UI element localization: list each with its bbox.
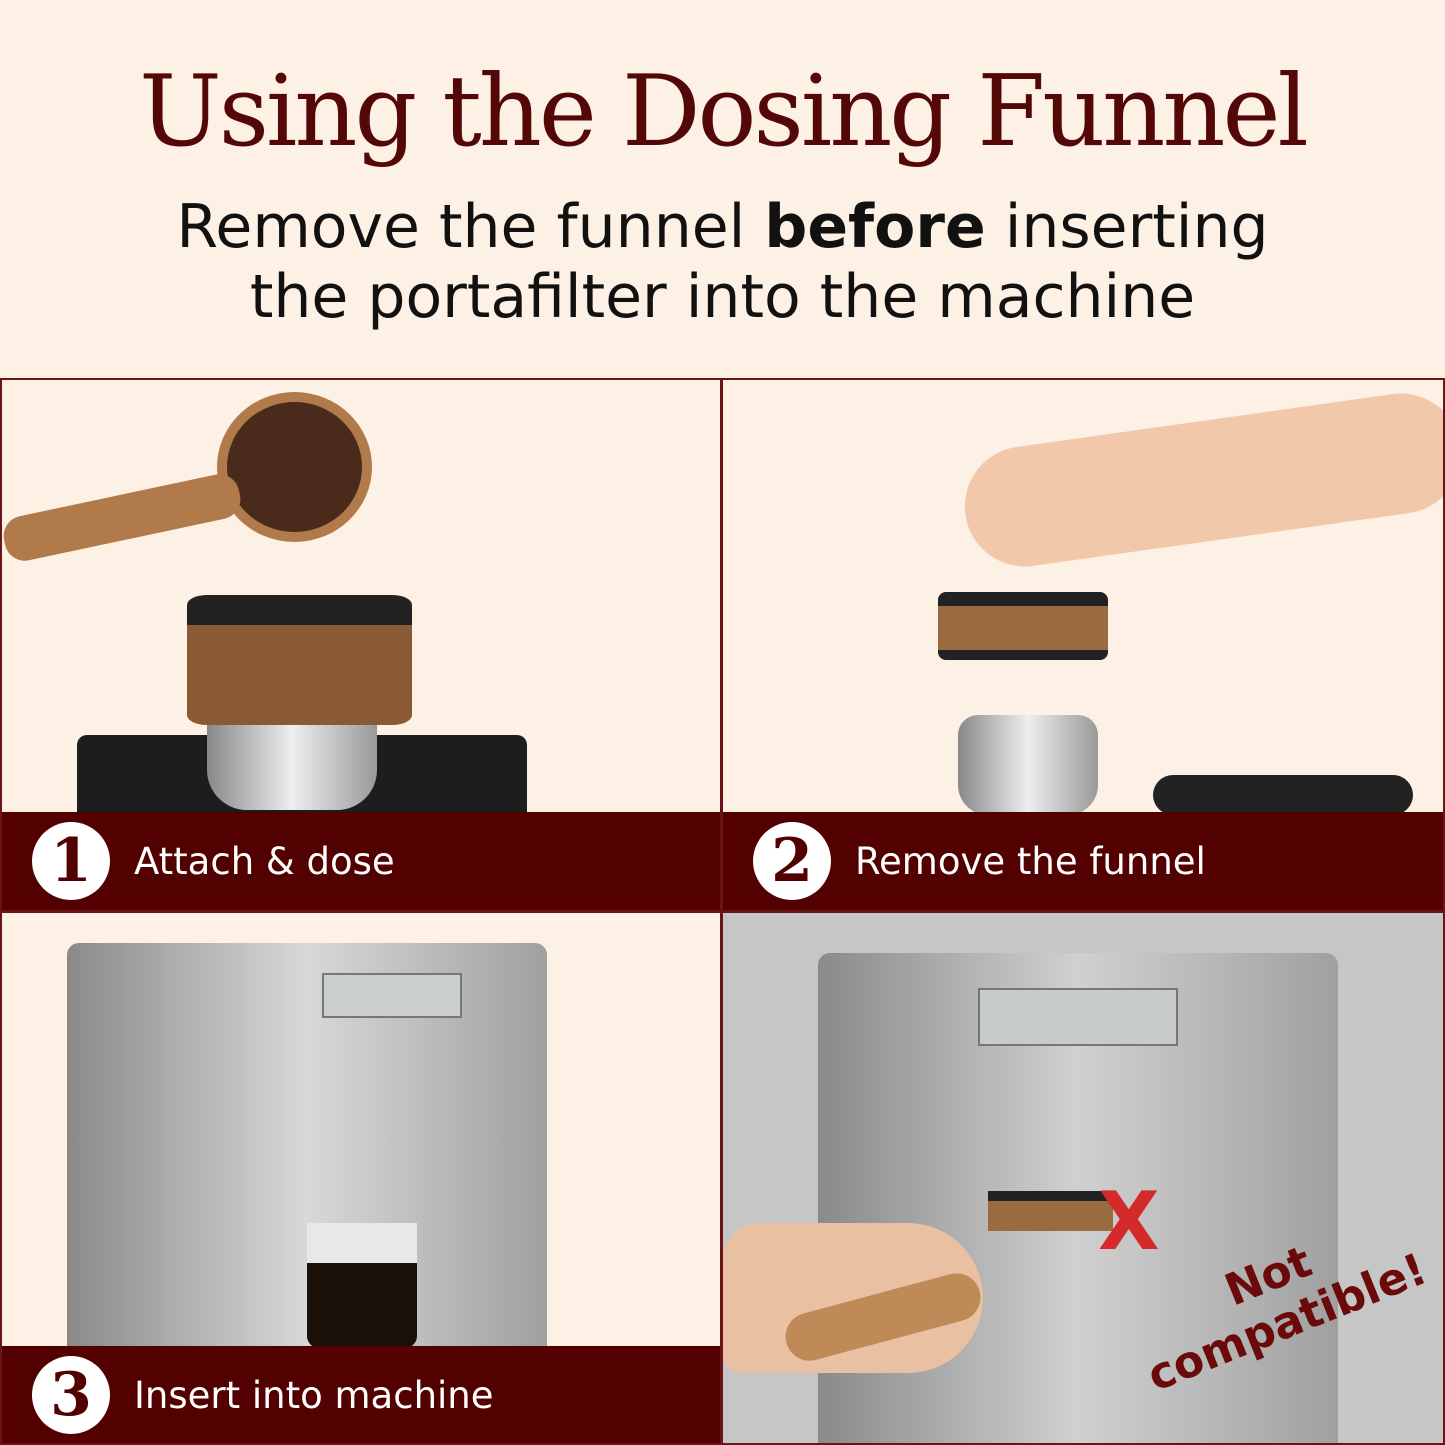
step-3-bar: 3 Insert into machine	[2, 1346, 720, 1443]
step-2-bar: 2 Remove the funnel	[723, 812, 1443, 910]
subtitle: Remove the funnel before inserting the p…	[0, 192, 1445, 332]
page-title: Using the Dosing Funnel	[139, 55, 1309, 169]
step-2-panel: 2 Remove the funnel	[721, 378, 1445, 912]
scoop-image	[217, 392, 372, 542]
display-image	[322, 973, 462, 1018]
portafilter-image	[958, 715, 1098, 815]
step-1-bar: 1 Attach & dose	[2, 812, 720, 910]
step-number-badge: 1	[32, 822, 110, 900]
funnel-image	[187, 595, 412, 725]
step-3-panel: 3 Insert into machine	[0, 911, 722, 1445]
subtitle-text: Remove the funnel	[176, 192, 765, 262]
display-image	[978, 988, 1178, 1046]
funnel-image	[988, 1191, 1113, 1231]
glass-image	[307, 1223, 417, 1348]
funnel-image	[938, 592, 1108, 660]
arm-image	[957, 385, 1443, 575]
step-label: Attach & dose	[134, 839, 395, 883]
subtitle-line2: the portafilter into the machine	[249, 262, 1196, 332]
step-label: Insert into machine	[134, 1373, 494, 1417]
subtitle-text: inserting	[985, 192, 1269, 262]
handle-image	[1153, 775, 1413, 815]
not-allowed-x-icon: X	[1098, 1175, 1160, 1268]
step-number-badge: 3	[32, 1356, 110, 1434]
step-number-badge: 2	[753, 822, 831, 900]
step-1-panel: 1 Attach & dose	[0, 378, 722, 912]
step-label: Remove the funnel	[855, 839, 1206, 883]
subtitle-bold: before	[764, 192, 986, 262]
incompatible-panel	[721, 911, 1445, 1445]
scoop-handle-image	[2, 470, 245, 565]
